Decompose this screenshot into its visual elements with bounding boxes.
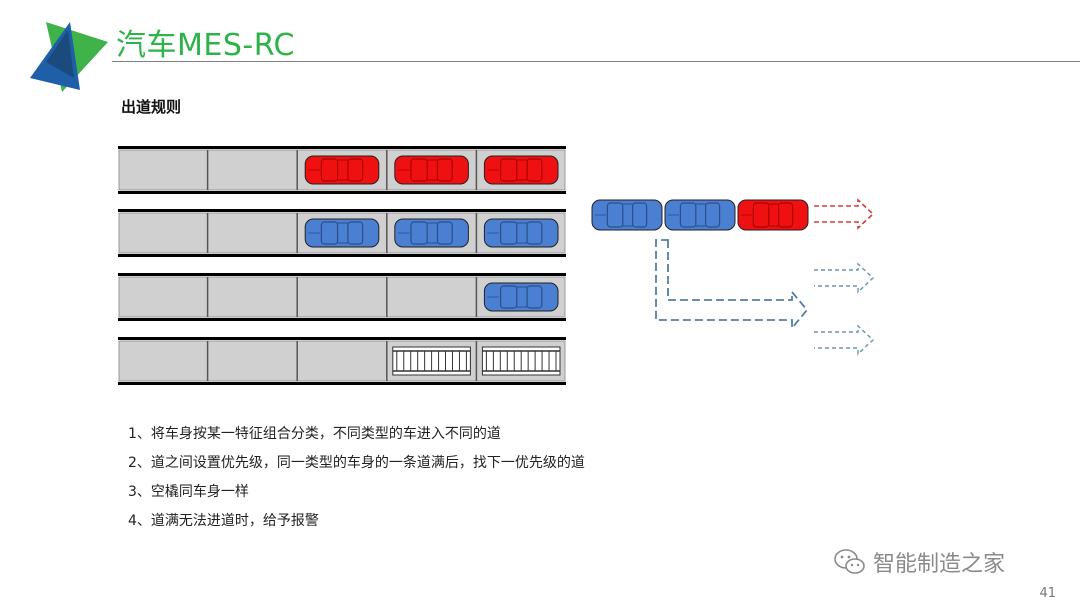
blue-car-body bbox=[483, 282, 559, 312]
rule-item: 4、道满无法进道时，给予报警 bbox=[128, 513, 319, 529]
rules-list: 1、将车身按某一特征组合分类，不同类型的车进入不同的道 2、道之间设置优先级，同… bbox=[128, 420, 585, 536]
page-title: 汽车MES-RC bbox=[116, 28, 296, 63]
queue-blue-car-body bbox=[591, 199, 663, 231]
red-car-body bbox=[394, 155, 469, 185]
arrows-group bbox=[655, 198, 875, 356]
watermark: 智能制造之家 bbox=[833, 544, 1005, 580]
lane-4 bbox=[118, 337, 566, 385]
lane-rail-bottom bbox=[118, 191, 566, 194]
red-car-body bbox=[304, 155, 380, 185]
lane-rail-bottom bbox=[118, 254, 566, 257]
watermark-text: 智能制造之家 bbox=[873, 552, 1006, 577]
blue-car-body bbox=[304, 218, 380, 248]
lane-rail-top bbox=[118, 209, 566, 212]
lane-rail-top bbox=[118, 337, 566, 340]
exit-arrow-light-1 bbox=[814, 262, 875, 294]
red-car-body bbox=[483, 155, 559, 185]
exit-arrow-red bbox=[814, 198, 875, 230]
lane-rail-top bbox=[118, 146, 566, 149]
logo-triangle-icon bbox=[30, 22, 108, 92]
exit-queue-group bbox=[591, 199, 809, 231]
lane-3 bbox=[118, 273, 566, 321]
page-number: 41 bbox=[1039, 586, 1056, 601]
wechat-icon bbox=[834, 549, 865, 574]
blue-car-body bbox=[483, 218, 559, 248]
lane-2 bbox=[118, 209, 566, 257]
queue-red-car-body bbox=[737, 199, 809, 231]
queue-blue-car-body bbox=[664, 199, 736, 231]
title-divider bbox=[112, 61, 1080, 62]
rule-item: 2、道之间设置优先级，同一类型的车身的一条道满后，找下一优先级的道 bbox=[128, 455, 585, 471]
divert-arrow-blue bbox=[655, 239, 809, 331]
lane-rail-bottom bbox=[118, 382, 566, 385]
lane-rail-bottom bbox=[118, 318, 566, 321]
lanes-group bbox=[118, 146, 566, 385]
rule-item: 3、空橇同车身一样 bbox=[128, 484, 249, 500]
empty-skid bbox=[392, 346, 471, 376]
lane-1 bbox=[118, 146, 566, 194]
blue-car-body bbox=[394, 218, 469, 248]
exit-arrow-light-2 bbox=[814, 324, 875, 356]
rule-item: 1、将车身按某一特征组合分类，不同类型的车进入不同的道 bbox=[128, 426, 501, 442]
section-title: 出道规则 bbox=[121, 98, 182, 116]
empty-skid bbox=[481, 346, 561, 376]
lane-rail-top bbox=[118, 273, 566, 276]
